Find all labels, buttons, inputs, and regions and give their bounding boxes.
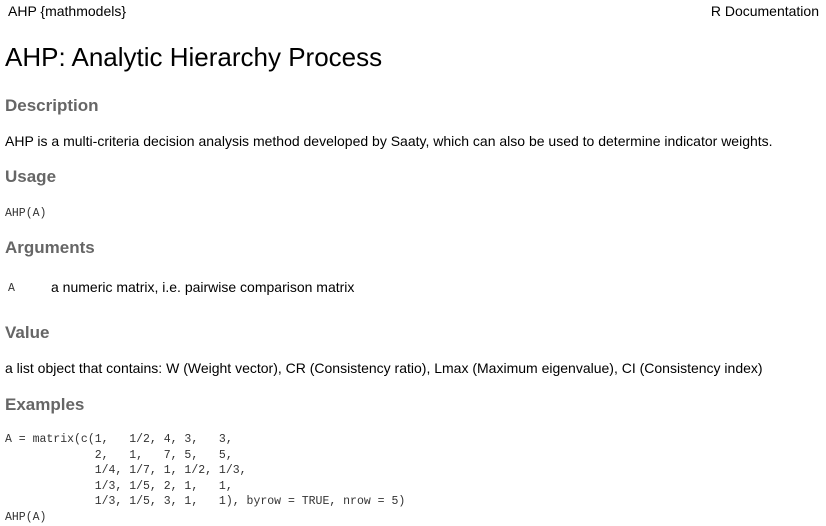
argument-name: A (8, 282, 15, 295)
value-text: a list object that contains: W (Weight v… (5, 360, 763, 376)
page-title: AHP: Analytic Hierarchy Process (5, 42, 383, 72)
examples-code: A = matrix(c(1, 1/2, 4, 3, 3, 2, 1, 7, 5… (5, 433, 406, 524)
description-text: AHP is a multi-criteria decision analysi… (5, 133, 773, 149)
arguments-heading: Arguments (5, 238, 95, 257)
package-name: AHP {mathmodels} (8, 3, 127, 19)
value-heading: Value (5, 323, 50, 342)
doc-header: AHP {mathmodels} R Documentation (0, 0, 826, 22)
r-documentation-label: R Documentation (710, 3, 819, 19)
argument-description: a numeric matrix, i.e. pairwise comparis… (51, 279, 355, 295)
description-heading: Description (5, 96, 99, 115)
usage-heading: Usage (5, 167, 57, 186)
usage-code: AHP(A) (5, 207, 47, 220)
examples-heading: Examples (5, 395, 85, 414)
